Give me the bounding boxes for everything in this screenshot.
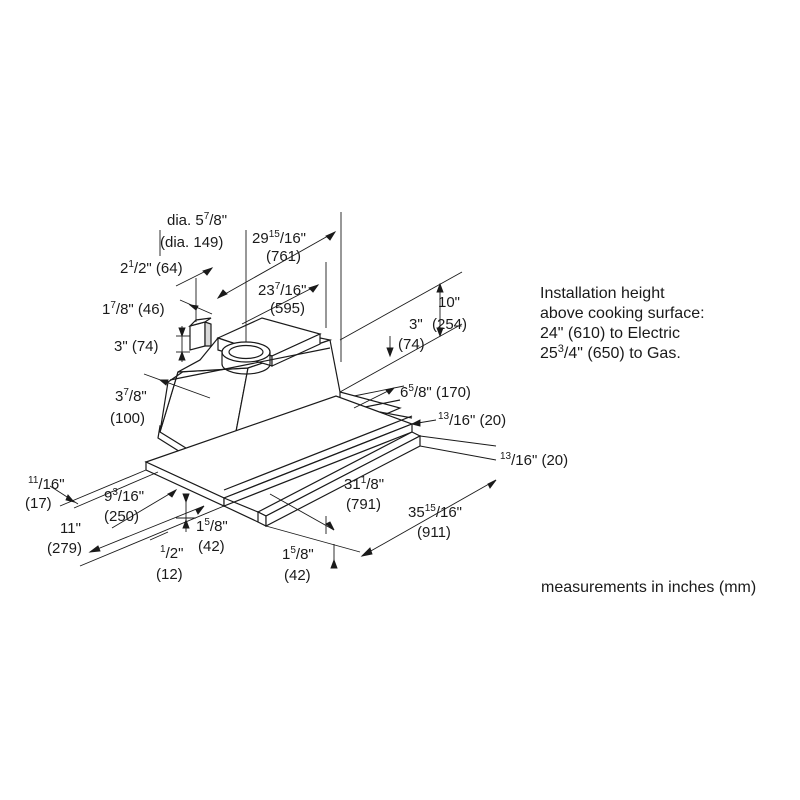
installation-note: Installation height above cooking surfac… bbox=[540, 284, 705, 364]
dim-35-15-16: 3515/16" bbox=[408, 503, 462, 522]
dim-9-3-16: 93/16" bbox=[104, 487, 145, 506]
d2378-arrow bbox=[309, 285, 318, 292]
dim-1-5-8-front: 15/8" bbox=[196, 517, 228, 536]
d3515-dim bbox=[362, 480, 496, 556]
d3118-dim bbox=[270, 494, 334, 530]
d10-arrow-a bbox=[437, 284, 443, 292]
dim-23-7-16-mm: (595) bbox=[270, 300, 306, 317]
dim-13-16-lower: 13/16" (20) bbox=[500, 451, 569, 470]
dimension-lines bbox=[50, 212, 496, 568]
d3515-arrow-b bbox=[488, 480, 496, 488]
electrical-box-front bbox=[190, 322, 205, 350]
installation-note-line-4: 253/4" (650) to Gas. bbox=[540, 343, 681, 363]
d1116-arrow bbox=[66, 495, 74, 502]
d212-arrow bbox=[203, 268, 212, 275]
d3left-arrow-b bbox=[179, 352, 185, 360]
dim-1-2: 1/2" bbox=[160, 544, 184, 563]
d2378-dim bbox=[242, 285, 318, 324]
installation-note-line-2: above cooking surface: bbox=[540, 305, 705, 322]
dim-3-7-8-mm: (100) bbox=[110, 410, 146, 427]
d1316b-ext-2 bbox=[420, 446, 496, 460]
dim-31-1-8-mm: (791) bbox=[346, 496, 382, 513]
d158b-arrow bbox=[331, 560, 337, 568]
d158a-arrow-a bbox=[183, 520, 189, 528]
measurements-footer: measurements in inches (mm) bbox=[541, 579, 757, 596]
d916-arrow-a bbox=[168, 490, 176, 497]
d1316b-ext bbox=[420, 436, 496, 446]
installation-note-line-3: 24" (610) to Electric bbox=[540, 325, 680, 342]
dim-1-7-8: 17/8" (46) bbox=[102, 300, 165, 319]
dim-6-5-8: 65/8" (170) bbox=[400, 383, 471, 402]
electrical-box-side bbox=[205, 322, 211, 346]
exhaust-collar-side bbox=[222, 352, 270, 374]
d3515-arrow-a bbox=[362, 548, 372, 556]
d11-arrow-b bbox=[196, 506, 204, 514]
dim-3-7-8: 37/8" bbox=[115, 387, 147, 406]
d11-dim bbox=[90, 506, 204, 552]
d158a-arrow-b bbox=[183, 494, 189, 502]
d658-ext bbox=[354, 386, 404, 396]
d2915-arrow-2 bbox=[218, 290, 227, 298]
dim-29-15-16-mm: (761) bbox=[266, 248, 302, 265]
installation-note-line-1: Installation height bbox=[540, 285, 665, 302]
d916-dim bbox=[112, 490, 176, 528]
d10-arrow-b bbox=[437, 328, 443, 336]
dim-3-mm-top: (74) bbox=[398, 336, 425, 353]
dim-1-5-8-front-mm: (42) bbox=[198, 538, 225, 555]
d3top-arrow bbox=[387, 348, 393, 356]
dim-1-2-mm: (12) bbox=[156, 566, 183, 583]
tray-joint-2 bbox=[224, 506, 258, 522]
dim-11-16: 11/16" bbox=[28, 475, 65, 494]
base-plate bbox=[146, 396, 420, 526]
d378-arrow-a bbox=[160, 380, 168, 385]
dim-2-1-2: 21/2" (64) bbox=[120, 259, 183, 278]
dim-dia-mm: (dia. 149) bbox=[160, 234, 224, 251]
dim-31-1-8: 311/8" bbox=[344, 475, 385, 494]
d378-dim bbox=[144, 374, 210, 398]
d2915-arrow bbox=[326, 232, 335, 240]
d10-ext-bot bbox=[340, 324, 462, 392]
d1316a-arrow bbox=[412, 420, 420, 426]
dim-10-mm: (254) bbox=[432, 316, 468, 333]
tray-seam-2 bbox=[380, 412, 412, 418]
d178-arrow bbox=[190, 305, 198, 310]
d3118-arrow bbox=[326, 522, 334, 530]
electrical-box-top bbox=[190, 318, 211, 326]
dim-11-mm: (279) bbox=[47, 540, 83, 557]
d11-arrow-a bbox=[90, 546, 100, 552]
d3left-arrow-a bbox=[179, 328, 185, 336]
d12-dim bbox=[150, 532, 168, 540]
left-ext-1 bbox=[60, 470, 146, 506]
dim-11-16-mm: (17) bbox=[25, 495, 52, 512]
left-ext-2 bbox=[74, 472, 158, 508]
dim-10-inch: 10" bbox=[438, 294, 461, 311]
exhaust-collar-inner bbox=[228, 344, 264, 360]
dim-13-16-upper: 13/16" (20) bbox=[438, 411, 507, 430]
dim-dia-inch: dia. 57/8" bbox=[167, 211, 228, 230]
dim-29-15-16: 2915/16" bbox=[252, 229, 306, 248]
tray-joint bbox=[224, 498, 258, 512]
dim-3-inch-top: 3" bbox=[409, 316, 423, 333]
tray-seam-1 bbox=[224, 416, 412, 490]
dim-11-inch: 11" bbox=[60, 520, 81, 537]
d10-ext-top bbox=[340, 272, 462, 340]
dim-3-inch-left: 3" (74) bbox=[114, 338, 159, 355]
filter-rail-1 bbox=[170, 348, 330, 380]
d2915-dim bbox=[218, 232, 335, 298]
dim-35-15-16-mm: (911) bbox=[417, 524, 451, 541]
d3515-ext-1 bbox=[266, 526, 360, 552]
dim-1-5-8-bottom-mm: (42) bbox=[284, 567, 311, 584]
duct-box-side bbox=[272, 334, 320, 366]
left-ext-3 bbox=[80, 506, 224, 566]
dim-9-3-16-mm: (250) bbox=[104, 508, 140, 525]
dim-23-7-16: 237/16" bbox=[258, 281, 307, 300]
dim-1-5-8-bottom: 15/8" bbox=[282, 545, 314, 564]
